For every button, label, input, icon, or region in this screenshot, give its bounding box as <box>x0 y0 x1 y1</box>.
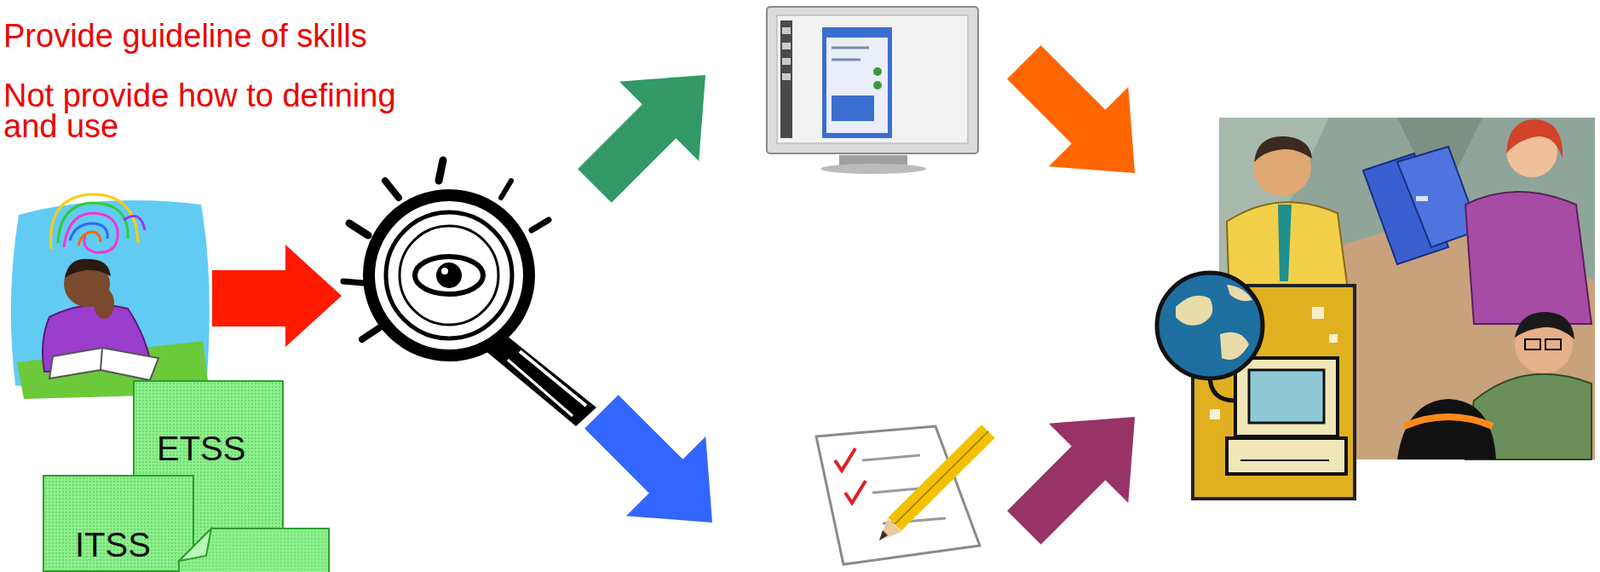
monitor-clipart <box>766 6 979 174</box>
flow-arrow <box>561 371 752 562</box>
checklist-clipart <box>816 425 989 565</box>
flow-arrow <box>984 22 1175 213</box>
box-label: ITSS <box>74 525 151 564</box>
note-text: Provide guideline of skills <box>3 20 368 52</box>
flow-arrow <box>554 34 745 225</box>
box-label: ETSS <box>156 429 246 467</box>
note-text: Not provide how to defining and use <box>3 80 438 142</box>
globe-computer-icon <box>1156 272 1355 499</box>
flow-arrow <box>212 244 342 347</box>
reader-clipart <box>11 194 210 399</box>
flow-arrow <box>984 376 1175 567</box>
magnifier-clipart <box>343 160 597 426</box>
document-box: ITSS <box>42 474 195 572</box>
document-sheet <box>177 526 331 572</box>
